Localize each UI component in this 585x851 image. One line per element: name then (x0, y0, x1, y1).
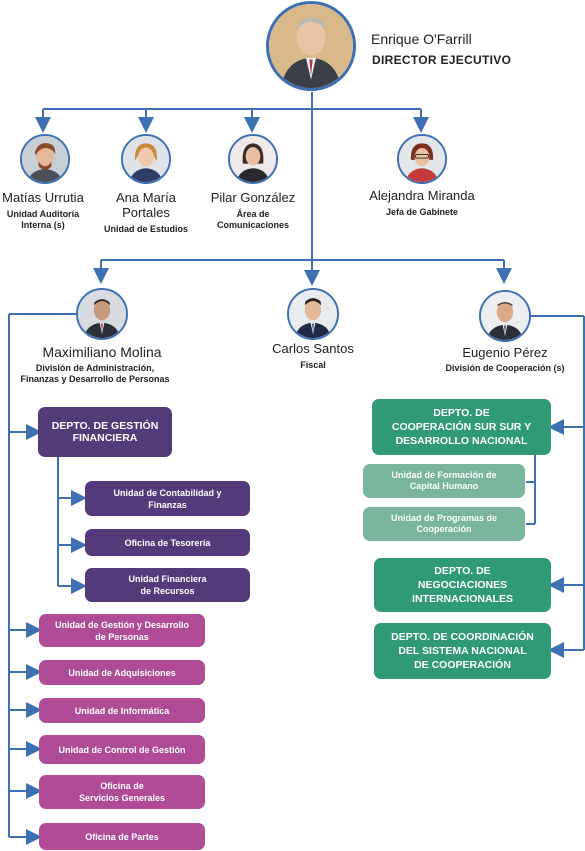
head-photo-molina (76, 288, 128, 340)
staff-photo-urrutia (20, 134, 70, 184)
head-name-perez: Eugenio Pérez (462, 345, 548, 360)
dept-gestion-financiera[interactable]: DEPTO. DE GESTIÓN FINANCIERA (38, 407, 172, 457)
unit-financiera-recursos[interactable]: Unidad Financiera de Recursos (85, 568, 250, 602)
unit-programas-cooperacion[interactable]: Unidad de Programas de Cooperación (363, 507, 525, 541)
director-role: DIRECTOR EJECUTIVO (372, 53, 512, 67)
staff-name-portales: Ana María Portales (116, 190, 176, 220)
staff-role-miranda: Jefa de Gabinete (385, 207, 459, 217)
staff-name-urrutia: Matías Urrutia (2, 190, 84, 205)
unit-tesoreria[interactable]: Oficina de Tesorería (85, 529, 250, 556)
head-role-molina: División de Administración, Finanzas y D… (20, 363, 170, 384)
director-name: Enrique O'Farrill (371, 31, 472, 47)
dept-negociaciones-internacionales[interactable]: DEPTO. DE NEGOCIACIONES INTERNACIONALES (374, 558, 551, 612)
unit-servicios-generales[interactable]: Oficina de Servicios Generales (39, 775, 205, 809)
unit-adquisiciones[interactable]: Unidad de Adquisiciones (39, 660, 205, 685)
unit-informatica[interactable]: Unidad de Informática (39, 698, 205, 723)
staff-role-portales: Unidad de Estudios (103, 224, 188, 234)
head-role-perez: División de Cooperación (s) (445, 363, 565, 373)
unit-formacion-capital-humano[interactable]: Unidad de Formación de Capital Humano (363, 464, 525, 498)
staff-role-urrutia: Unidad Auditoría Interna (s) (6, 209, 80, 230)
staff-photo-portales (121, 134, 171, 184)
unit-contabilidad-finanzas[interactable]: Unidad de Contabilidad y Finanzas (85, 481, 250, 516)
dept-coordinacion-sistema-nacional[interactable]: DEPTO. DE COORDINACIÓN DEL SISTEMA NACIO… (374, 623, 551, 679)
head-name-santos: Carlos Santos (272, 341, 354, 356)
staff-photo-gonzalez (228, 134, 278, 184)
head-role-santos: Fiscal (300, 360, 326, 370)
unit-oficina-partes[interactable]: Oficina de Partes (39, 823, 205, 850)
staff-photo-miranda (397, 134, 447, 184)
director-photo (266, 1, 356, 91)
head-photo-santos (287, 288, 339, 340)
staff-role-gonzalez: Área de Comunicaciones (216, 209, 290, 230)
unit-control-gestion[interactable]: Unidad de Control de Gestión (39, 735, 205, 764)
head-photo-perez (479, 290, 531, 342)
staff-name-gonzalez: Pilar González (210, 190, 296, 205)
head-name-molina: Maximiliano Molina (42, 344, 162, 360)
staff-name-miranda: Alejandra Miranda (369, 188, 475, 203)
dept-cooperacion-sur-sur[interactable]: DEPTO. DE COOPERACIÓN SUR SUR Y DESARROL… (372, 399, 551, 455)
unit-gestion-personas[interactable]: Unidad de Gestión y Desarrollo de Person… (39, 614, 205, 647)
